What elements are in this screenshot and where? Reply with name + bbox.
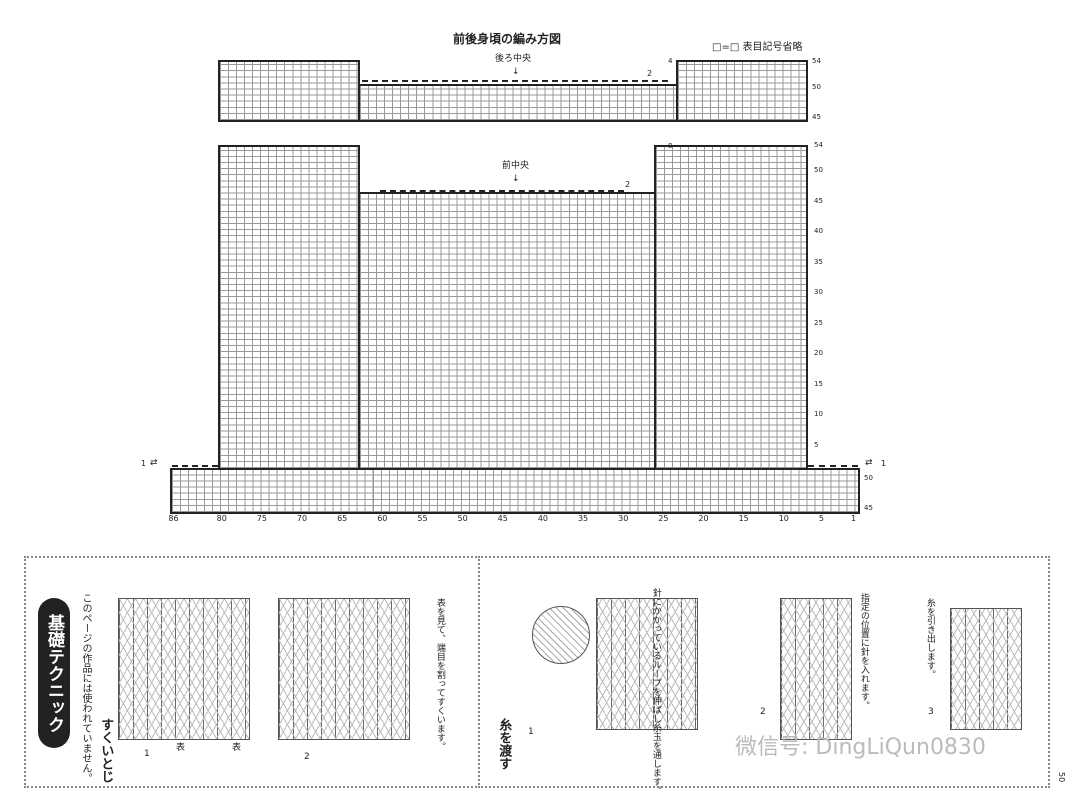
caption: 表を見て、端目を割ってすくいます。: [434, 598, 445, 751]
row-label: 50: [814, 166, 823, 174]
row-label: 30: [814, 288, 823, 296]
row-label: 35: [814, 258, 823, 266]
down-arrow-icon: ↓: [512, 67, 520, 77]
heading: すくいとじ: [98, 718, 114, 783]
row-label: 15: [814, 380, 823, 388]
column-label: 35: [577, 514, 589, 523]
column-label: 20: [698, 514, 709, 523]
direction-arrows-icon: ⇄: [865, 458, 873, 468]
row-label: 40: [814, 227, 823, 235]
chart-title: 前後身頃の編み方図: [453, 32, 562, 46]
step-number: 1: [144, 749, 150, 759]
column-label: 40: [537, 514, 548, 523]
column-label: 45: [497, 514, 508, 523]
step-number: 2: [760, 707, 766, 717]
marker: 8: [668, 142, 673, 150]
step-number: 2: [304, 752, 310, 762]
row-label: 50: [812, 83, 821, 91]
caption: 指定の位置に針を入れます。: [858, 593, 869, 710]
symbol-legend: □=□ 表目記号省略: [712, 42, 803, 53]
technique-panel-ito-wo-watasu: 糸を渡す 1 針にかかっているループを伸ばし糸玉を通します。 2 指定の位置に針…: [478, 556, 1050, 795]
marker: 2: [625, 180, 631, 189]
marker: 4: [668, 57, 673, 65]
row-label: 45: [814, 197, 823, 205]
column-label: 70: [296, 514, 308, 523]
column-label: 80: [216, 514, 227, 523]
side-label: 表: [176, 743, 186, 753]
step-number: 3: [928, 707, 934, 717]
marker: 1: [881, 459, 887, 468]
down-arrow-icon: ↓: [512, 174, 520, 184]
column-label: 65: [337, 514, 348, 523]
side-label: 表: [232, 743, 242, 753]
note: このページの作品には使われていません。: [80, 593, 91, 783]
column-label: 75: [256, 514, 267, 523]
page-number: 50: [1056, 772, 1066, 783]
illustration-2: [780, 598, 852, 740]
column-label: 5: [818, 514, 824, 523]
caption: 針にかかっているループを伸ばし糸玉を通します。: [650, 588, 661, 795]
illustration-2: [278, 598, 410, 740]
row-label: 25: [814, 319, 823, 327]
column-label: 25: [658, 514, 669, 523]
technique-panel-sukuitoji: 基礎テクニック このページの作品には使われていません。 すくいとじ 1 表 表 …: [24, 556, 480, 788]
illustration-3: [950, 608, 1022, 730]
column-label: 1: [850, 514, 857, 523]
row-label: 45: [812, 113, 821, 121]
watermark: 微信号: DingLiQun0830: [735, 735, 986, 760]
column-label: 10: [778, 514, 789, 523]
marker: 2: [647, 69, 653, 78]
row-label: 5: [814, 441, 819, 449]
illustration-1: [118, 598, 250, 740]
row-label: 50: [864, 474, 873, 482]
step-number: 1: [528, 727, 534, 737]
column-label: 15: [738, 514, 749, 523]
row-label: 54: [812, 57, 821, 65]
row-label: 10: [814, 410, 823, 418]
front-center-label: 前中央: [502, 161, 530, 171]
column-label: 50: [457, 514, 468, 523]
column-label: 86: [168, 514, 179, 523]
back-center-label: 後ろ中央: [495, 54, 532, 64]
column-label: 30: [618, 514, 629, 523]
row-label: 45: [864, 504, 873, 512]
direction-arrows-icon: ⇄: [150, 458, 158, 468]
illustration-1: [596, 598, 698, 730]
caption: 糸を引き出します。: [924, 598, 935, 679]
row-label: 20: [814, 349, 823, 357]
marker: 1: [141, 459, 147, 468]
column-label: 60: [377, 514, 388, 523]
heading: 糸を渡す: [496, 718, 512, 770]
technique-badge: 基礎テクニック: [38, 598, 70, 748]
column-label: 55: [417, 514, 428, 523]
yarn-ball-icon: [532, 606, 590, 664]
row-label: 54: [814, 141, 823, 149]
